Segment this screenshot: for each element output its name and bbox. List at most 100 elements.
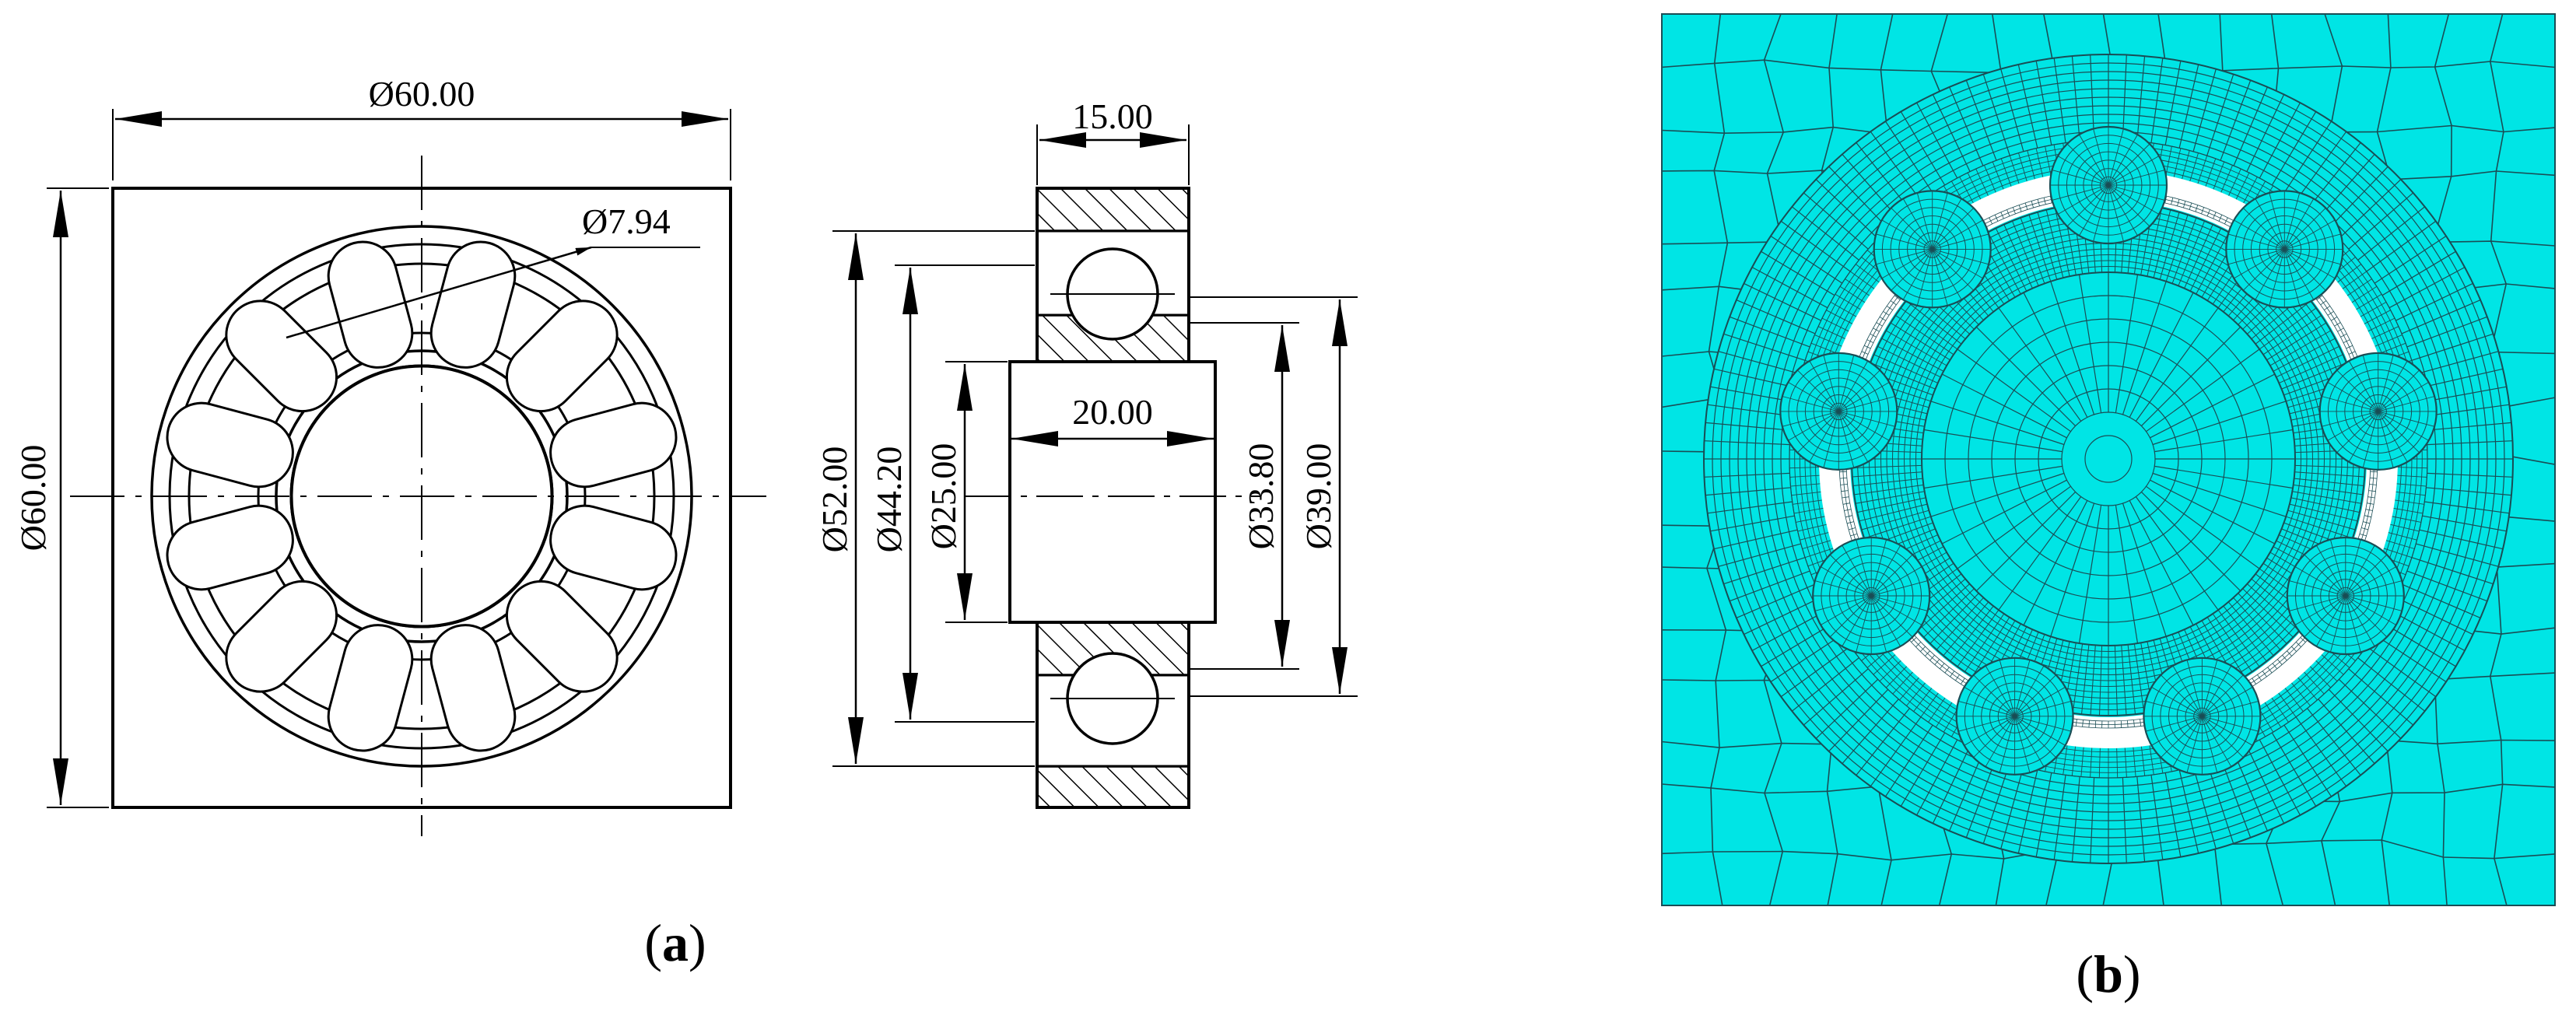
- mesh-radial: [1856, 264, 1881, 284]
- mesh-radial: [1995, 228, 2028, 292]
- mesh-radial: [2269, 330, 2332, 366]
- mesh-radial: [1852, 471, 1922, 478]
- mesh-radial: [1814, 334, 1844, 348]
- mesh-radial: [2213, 212, 2217, 219]
- mesh-radial: [2246, 746, 2285, 824]
- mesh-radial: [2090, 54, 2095, 141]
- mesh-radial: [1967, 172, 1982, 201]
- mesh-radial: [1895, 315, 1954, 355]
- mesh-radial: [2122, 777, 2127, 863]
- mesh-radial: [1900, 307, 1958, 350]
- mesh-radial: [2295, 131, 2347, 201]
- mesh-radial: [2136, 776, 2146, 862]
- mesh-radial: [2267, 667, 2273, 674]
- mesh-radial: [1842, 496, 1849, 499]
- mesh-radial: [1845, 515, 1852, 518]
- front-dims: [47, 109, 731, 808]
- mesh-radial: [1885, 330, 1947, 366]
- mesh-radial: [2384, 539, 2415, 549]
- mesh-radial: [2282, 654, 2287, 661]
- mesh-radial: [2075, 719, 2077, 727]
- dim-left-height: Ø60.00: [13, 445, 53, 552]
- mesh-radial: [2140, 719, 2142, 727]
- mesh-radial: [2242, 588, 2294, 638]
- mesh-radial: [1941, 373, 2067, 439]
- mesh-radial: [1929, 593, 1979, 644]
- mesh-radial: [2340, 333, 2347, 338]
- mesh-radial: [2328, 688, 2388, 752]
- mesh-radial: [2374, 634, 2447, 683]
- mesh-radial: [2259, 307, 2317, 350]
- mesh-radial: [2422, 515, 2507, 532]
- mesh-radial: [1780, 646, 1851, 698]
- mesh-radial: [1803, 192, 1869, 250]
- mesh-radial: [2292, 491, 2362, 504]
- mesh-radial: [1920, 646, 1926, 652]
- mesh-radial: [2088, 720, 2090, 728]
- mesh-radial: [2031, 201, 2034, 208]
- mesh-radial: [1911, 637, 1917, 643]
- mesh-radial: [2348, 192, 2413, 250]
- mesh-radial: [2308, 664, 2332, 688]
- mesh-radial: [1839, 285, 1866, 304]
- mesh-ball: [2318, 352, 2438, 471]
- mesh-radial: [1936, 597, 1984, 650]
- mesh-radial: [1879, 659, 1903, 682]
- mesh-ball: [1812, 536, 1931, 656]
- mesh-radial: [1857, 497, 1926, 513]
- mesh-radial: [2318, 154, 2375, 219]
- mesh-radial: [2035, 772, 2052, 857]
- mesh-radial: [2115, 274, 2139, 413]
- mesh-radial: [2276, 659, 2283, 665]
- mesh-radial: [1925, 650, 1930, 657]
- mesh-radial: [2320, 653, 2344, 675]
- mesh-radial: [2300, 637, 2306, 643]
- mesh-radial: [2153, 209, 2171, 278]
- mesh-radial: [1790, 483, 1822, 487]
- mesh-radial: [2354, 293, 2382, 311]
- mesh-radial: [2286, 516, 2353, 539]
- mesh-radial: [2192, 68, 2217, 152]
- mesh-radial: [1704, 440, 1790, 446]
- mesh-radial: [2018, 205, 2022, 212]
- mesh-radial: [2212, 161, 2225, 191]
- mesh-radial: [1935, 701, 1954, 728]
- race-inner: [257, 331, 587, 661]
- mesh-radial: [2424, 501, 2510, 514]
- mesh-radial: [2178, 769, 2199, 854]
- mesh-radial: [1844, 509, 1852, 511]
- mesh-radial: [2252, 678, 2256, 685]
- mesh-radial: [2337, 327, 2344, 332]
- mesh-radial: [1943, 601, 1989, 657]
- mesh-radial: [1704, 472, 1790, 478]
- mesh-radial: [2370, 326, 2399, 340]
- mesh-radial: [2290, 681, 2311, 706]
- mesh-radial: [2266, 322, 2327, 361]
- mesh-radial: [1729, 316, 1810, 348]
- mesh-radial: [2233, 751, 2268, 832]
- mesh-radial: [2045, 209, 2064, 278]
- mesh-radial: [2017, 64, 2038, 149]
- mesh-radial: [2024, 202, 2028, 210]
- mesh-radial: [2078, 274, 2102, 413]
- mesh-radial: [2363, 521, 2370, 524]
- mesh-radial: [1877, 345, 1941, 378]
- mesh-radial: [1957, 485, 2071, 569]
- mesh-radial: [1892, 671, 1915, 695]
- mesh-radial: [2220, 79, 2252, 161]
- mesh-radial: [2393, 499, 2424, 505]
- mesh-radial: [1729, 570, 1810, 602]
- mesh-radial: [2114, 645, 2118, 716]
- mesh-radial: [2396, 282, 2473, 321]
- mesh-radial: [2396, 597, 2473, 636]
- mesh-radial: [1821, 317, 1851, 333]
- mesh-radial: [2357, 657, 2425, 712]
- mesh-radial: [2279, 354, 2343, 383]
- mesh-radial: [2150, 479, 2276, 545]
- mesh-radial: [1792, 657, 1859, 712]
- mesh-radial: [1826, 310, 1855, 325]
- mesh-radial: [2401, 299, 2481, 334]
- mesh-radial: [2098, 746, 2101, 778]
- mesh-radial: [2122, 54, 2127, 141]
- front-roller: [327, 624, 414, 752]
